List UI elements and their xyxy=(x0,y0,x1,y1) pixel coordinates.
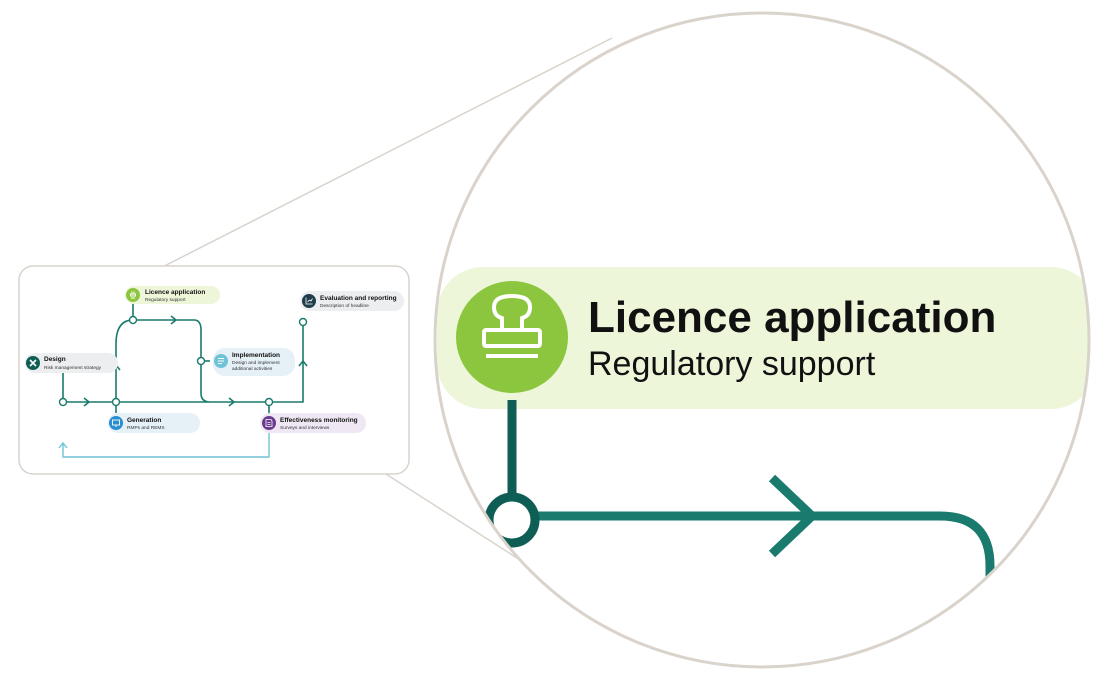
junction-dot xyxy=(111,397,121,407)
monitor-icon xyxy=(109,416,123,430)
node-effectiveness-monitoring: Effectiveness monitoring Surveys and int… xyxy=(260,413,366,433)
zoom-connector-top xyxy=(132,37,613,283)
node-implementation: Implementation Design and implement addi… xyxy=(213,348,295,376)
node-title: Generation xyxy=(127,417,161,424)
feedback-loop-line xyxy=(62,433,270,458)
flow-arrow xyxy=(228,397,236,407)
zoom-flow-arrow xyxy=(768,474,819,558)
stamp-icon xyxy=(126,288,140,302)
flow-arrow xyxy=(170,315,178,325)
zoom-junction xyxy=(484,492,540,548)
node-subtitle: Regulatory support xyxy=(145,297,186,303)
node-evaluation-reporting: Evaluation and reporting Description of … xyxy=(300,291,404,311)
node-subtitle-2: additional activities xyxy=(232,366,273,372)
junction-dot xyxy=(196,356,206,366)
node-title: Evaluation and reporting xyxy=(320,295,397,302)
node-licence-application: Licence application Regulatory support xyxy=(125,286,220,304)
zoom-subtitle: Regulatory support xyxy=(588,345,876,383)
node-subtitle: Design and implement xyxy=(232,360,280,366)
junction-dot xyxy=(58,397,68,407)
flow-arrow xyxy=(83,397,91,407)
stamp-glyph xyxy=(482,294,542,358)
node-title: Licence application xyxy=(145,289,205,296)
document-icon xyxy=(262,416,276,430)
junction-dot xyxy=(264,397,274,407)
node-subtitle: Description of headline xyxy=(320,303,369,309)
node-design: Design Risk management strategy xyxy=(25,353,118,373)
stamp-icon xyxy=(456,281,568,393)
zoom-title: Licence application xyxy=(588,293,996,342)
node-title: Effectiveness monitoring xyxy=(280,417,358,424)
overview-panel: Design Risk management strategy Licence … xyxy=(18,265,410,475)
junction-dot xyxy=(128,315,138,325)
zoom-magnifier: Licence application Regulatory support xyxy=(433,11,1091,669)
zoom-circle-border xyxy=(433,11,1091,669)
zoom-flow-line xyxy=(535,511,995,667)
node-subtitle: Risk management strategy xyxy=(44,365,102,371)
node-generation: Generation RMPs and REMS xyxy=(108,413,200,433)
flow-arrow xyxy=(298,359,308,367)
junction-dot xyxy=(298,317,308,327)
node-title: Implementation xyxy=(232,352,280,359)
node-subtitle: Surveys and interviews xyxy=(280,425,330,431)
feedback-arrow xyxy=(58,441,68,449)
node-title: Design xyxy=(44,356,66,363)
node-subtitle: RMPs and REMS xyxy=(127,425,165,431)
zoom-label-background xyxy=(437,267,1089,409)
